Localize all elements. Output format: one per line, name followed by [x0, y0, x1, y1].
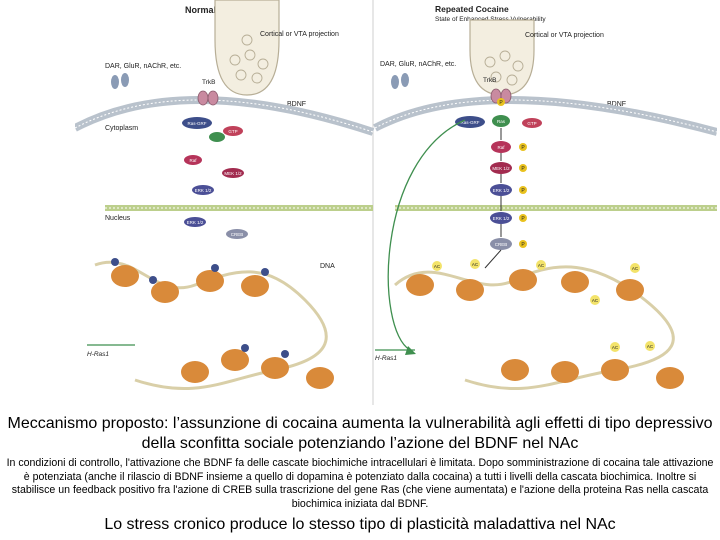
svg-text:P: P	[499, 100, 503, 106]
left-nucleus-label: Nucleus	[105, 215, 131, 222]
right-protein-ras-grf: Ras-GRF	[455, 116, 485, 128]
svg-text:CREB: CREB	[231, 232, 244, 237]
right-projection-label: Cortical or VTA projection	[525, 32, 604, 39]
right-protein-creb: CREB	[490, 238, 512, 250]
svg-text:AC: AC	[472, 262, 479, 267]
left-protein-ras-grf: Ras-GRF	[182, 117, 212, 129]
right-protein-gtp: GTP	[522, 118, 542, 128]
left-protein-erk-2: ERK 1/2	[184, 217, 206, 227]
left-receptor-trkb	[197, 90, 219, 106]
left-protein-creb: CREB	[226, 229, 248, 239]
left-protein-ras	[209, 132, 225, 142]
right-bdnf-label: BDNF	[607, 101, 626, 108]
right-receptors-label: DAR, GluR, nAChR, etc.	[380, 61, 456, 68]
left-protein-raf: Raf	[184, 155, 202, 165]
left-nuclear-membrane	[105, 205, 373, 211]
left-projection-label: Cortical or VTA projection	[260, 31, 339, 38]
left-receptor-dar	[111, 73, 129, 89]
svg-text:P: P	[521, 166, 525, 172]
right-protein-ras: Ras	[492, 115, 510, 127]
caption-body: In condizioni di controllo, l'attivazion…	[6, 457, 714, 510]
svg-text:Raf: Raf	[497, 145, 505, 150]
svg-text:ERK 1/2: ERK 1/2	[187, 220, 204, 225]
left-bdnf-label: BDNF	[287, 101, 306, 108]
right-ac-marks: AC AC AC AC AC AC AC	[432, 259, 655, 352]
svg-text:AC: AC	[612, 345, 619, 350]
right-panel: Repeated Cocaine State of Enhanced Stres…	[373, 4, 719, 391]
caption-title: Meccanismo proposto: l’assunzione di coc…	[7, 415, 713, 452]
right-feedback-arrow	[387, 119, 466, 351]
right-nucleosomes	[406, 269, 684, 389]
left-histone-marks	[111, 258, 289, 358]
caption-footer: Lo stress cronico produce lo stesso tipo…	[104, 516, 616, 533]
caption: Meccanismo proposto: l’assunzione di coc…	[0, 414, 720, 535]
svg-text:ERK 1/2: ERK 1/2	[493, 188, 510, 193]
svg-text:MEK 1/2: MEK 1/2	[492, 166, 510, 171]
svg-text:AC: AC	[647, 344, 654, 349]
left-presynaptic-terminal	[214, 0, 280, 96]
svg-text:ERK 1/2: ERK 1/2	[195, 188, 212, 193]
svg-text:H-Ras1: H-Ras1	[87, 351, 109, 358]
right-protein-mek: MEK 1/2	[490, 162, 512, 174]
svg-text:GTP: GTP	[228, 129, 237, 134]
svg-text:CREB: CREB	[495, 242, 508, 247]
svg-text:P: P	[521, 216, 525, 222]
left-trkb-label: TrkB	[202, 79, 215, 86]
left-cytoplasm-label: Cytoplasm	[105, 125, 138, 132]
right-protein-raf: Raf	[491, 141, 511, 153]
right-trkb-label: TrkB	[483, 77, 496, 84]
svg-text:AC: AC	[434, 264, 441, 269]
svg-text:ERK 1/2: ERK 1/2	[493, 216, 510, 221]
svg-text:Ras-GRF: Ras-GRF	[188, 121, 207, 126]
svg-text:AC: AC	[632, 266, 639, 271]
right-receptor-dar	[391, 73, 409, 89]
left-vesicles	[229, 34, 269, 84]
svg-text:MEK 1/2: MEK 1/2	[224, 171, 242, 176]
right-nuclear-membrane	[395, 205, 717, 211]
right-cascade-arrows	[484, 128, 502, 269]
right-protein-erk-1: ERK 1/2	[490, 184, 512, 196]
left-gene-marker: H-Ras1	[87, 344, 135, 358]
svg-text:Raf: Raf	[189, 158, 197, 163]
right-panel-title: Repeated Cocaine	[435, 4, 509, 14]
left-panel-title: Normal	[185, 5, 216, 15]
right-protein-erk-2: ERK 1/2	[490, 212, 512, 224]
pathway-diagram: Normal Cortical or VTA projection DAR, G…	[73, 0, 719, 405]
left-panel: Normal Cortical or VTA projection DAR, G…	[73, 0, 375, 391]
svg-text:Ras: Ras	[497, 119, 506, 124]
svg-text:GTP: GTP	[527, 121, 536, 126]
left-receptors-label: DAR, GluR, nAChR, etc.	[105, 63, 181, 70]
svg-text:Ras-GRF: Ras-GRF	[461, 120, 480, 125]
left-dna-label: DNA	[320, 263, 335, 270]
svg-text:AC: AC	[538, 263, 545, 268]
right-phospho-tags: P P P P P P	[497, 98, 527, 248]
left-protein-erk-1: ERK 1/2	[192, 185, 214, 195]
svg-text:P: P	[521, 242, 525, 248]
svg-text:P: P	[521, 188, 525, 194]
left-protein-mek: MEK 1/2	[222, 168, 244, 178]
right-vesicles	[484, 50, 524, 86]
left-nucleosomes	[111, 265, 334, 389]
pathway-figure: Normal Cortical or VTA projection DAR, G…	[73, 0, 719, 405]
svg-text:P: P	[521, 145, 525, 151]
svg-text:AC: AC	[592, 298, 599, 303]
svg-text:H-Ras1: H-Ras1	[375, 355, 397, 362]
right-gene-marker: H-Ras1	[375, 349, 415, 362]
left-protein-gtp: GTP	[223, 126, 243, 136]
